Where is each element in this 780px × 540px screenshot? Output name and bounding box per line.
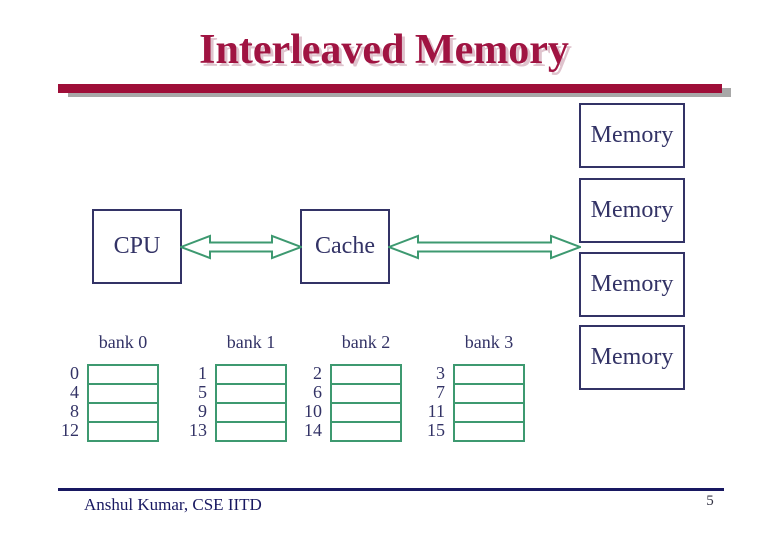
title-rule: [58, 84, 722, 93]
bank-row-cell: [330, 402, 402, 423]
cache-box-label: Cache: [315, 233, 375, 259]
bank-row-cell: [453, 421, 525, 442]
cache-memory-double-arrow-icon: [388, 234, 581, 260]
memory-box-1: Memory: [579, 178, 685, 243]
bank-row-cell: [215, 383, 287, 404]
bank-row-cell: [330, 421, 402, 442]
bank-address: 0: [70, 363, 79, 383]
memory-box-label: Memory: [590, 344, 674, 370]
bank-row-stack: [330, 364, 402, 442]
memory-box-3: Memory: [579, 325, 685, 390]
bank-row-stack: [453, 364, 525, 442]
memory-box-label: Memory: [590, 271, 674, 297]
cpu-box: CPU: [92, 209, 182, 284]
bank-row-cell: [215, 402, 287, 423]
bank-address: 2: [313, 363, 322, 383]
cpu-box-label: CPU: [113, 233, 161, 259]
page-number: 5: [706, 493, 714, 509]
bank-row-cell: [215, 364, 287, 385]
bank-row-cell: [87, 383, 159, 404]
bank-address: 9: [198, 401, 207, 421]
bank-address: 1: [198, 363, 207, 383]
bank-label: bank 2: [341, 332, 391, 352]
bank-address: 8: [70, 401, 79, 421]
cache-box: Cache: [300, 209, 390, 284]
cpu-cache-double-arrow-icon: [180, 234, 302, 260]
bank-row-cell: [453, 364, 525, 385]
bank-address: 5: [198, 382, 207, 402]
bank-address: 14: [304, 420, 322, 440]
footer-rule: [58, 488, 724, 491]
bank-row-cell: [215, 421, 287, 442]
bank-label: bank 3: [464, 332, 514, 352]
bank-label: bank 1: [226, 332, 276, 352]
bank-row-cell: [330, 364, 402, 385]
slide-title: Interleaved Memory: [199, 27, 569, 73]
bank-address: 10: [304, 401, 322, 421]
bank-label: bank 0: [98, 332, 148, 352]
bank-row-cell: [87, 402, 159, 423]
bank-row-cell: [453, 383, 525, 404]
bank-row-stack: [87, 364, 159, 442]
memory-box-label: Memory: [590, 122, 674, 148]
bank-row-cell: [87, 421, 159, 442]
bank-address: 3: [436, 363, 445, 383]
bank-address: 15: [427, 420, 445, 440]
bank-row-cell: [87, 364, 159, 385]
memory-box-0: Memory: [579, 103, 685, 168]
bank-address: 4: [70, 382, 79, 402]
bank-row-cell: [453, 402, 525, 423]
bank-address: 12: [61, 420, 79, 440]
bank-row-cell: [330, 383, 402, 404]
bank-address: 11: [427, 401, 445, 421]
memory-box-label: Memory: [590, 197, 674, 223]
memory-box-2: Memory: [579, 252, 685, 317]
bank-address: 6: [313, 382, 322, 402]
bank-address: 13: [189, 420, 207, 440]
footer-author: Anshul Kumar, CSE IITD: [84, 495, 262, 514]
bank-row-stack: [215, 364, 287, 442]
bank-address: 7: [436, 382, 445, 402]
